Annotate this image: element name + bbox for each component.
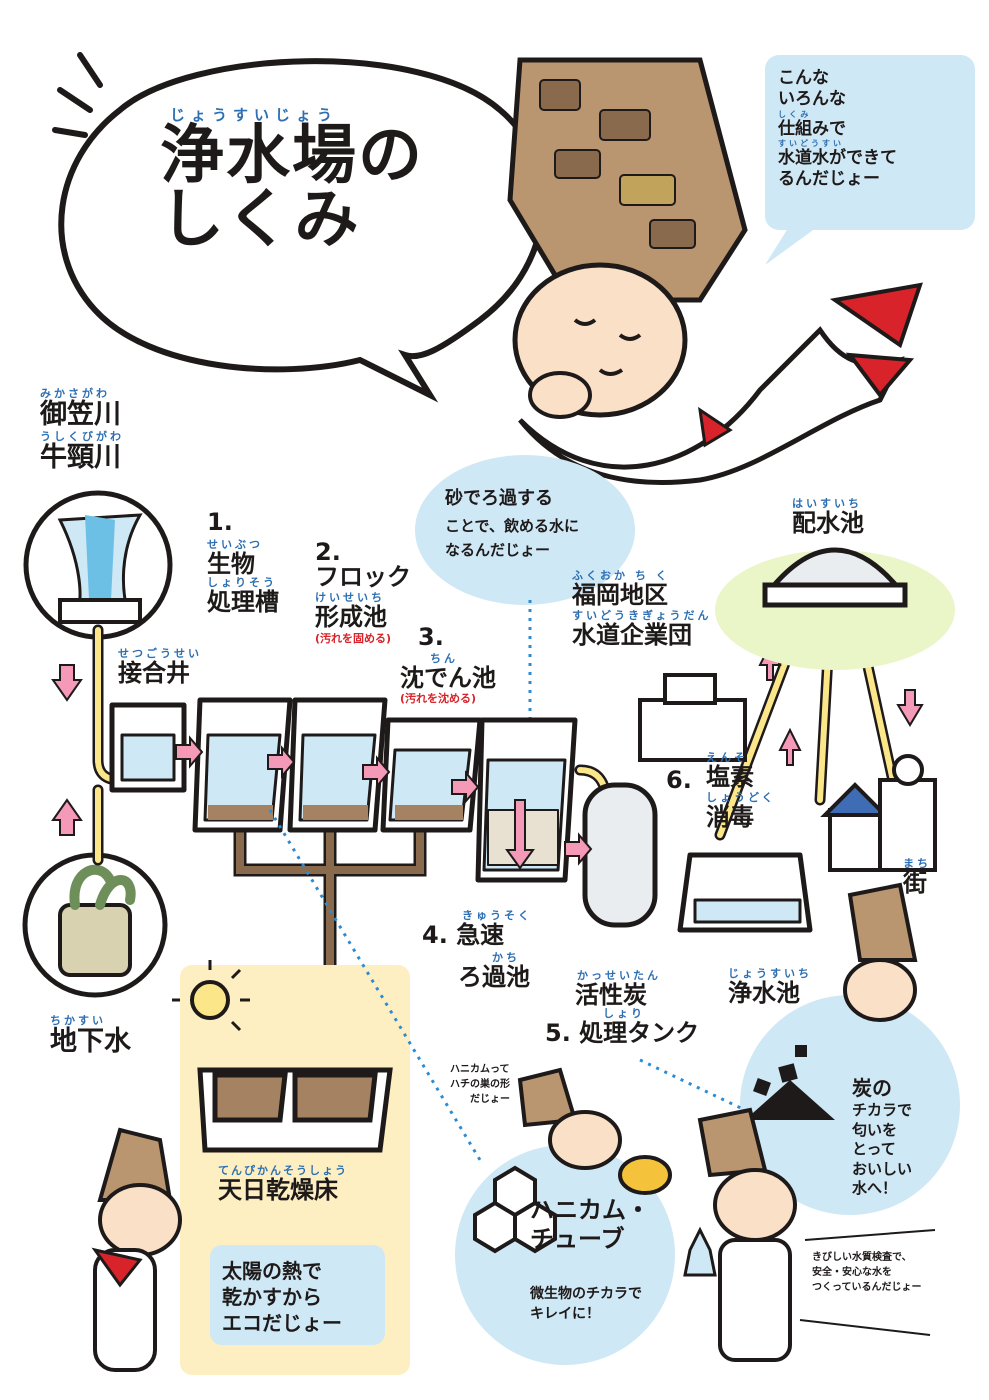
stage4-label: きゅうそく 4. 急速 かち ろ過池 — [422, 909, 532, 992]
stage6-name: えんそ 塩素 しょうどく 消毒 — [706, 751, 776, 832]
river-label: みかさがわ 御笠川 うしくびがわ 牛頸川 — [40, 387, 124, 474]
mascot-lying-character — [507, 57, 923, 485]
distribution-reservoir — [715, 547, 955, 670]
speech-bubble-right — [765, 55, 975, 230]
water-corp-label: ふくおか ち く 福岡地区 すいどうきぎょうだん 水道企業団 — [572, 569, 712, 650]
mascot-standing-character — [91, 1127, 182, 1372]
mascot-resting-character — [843, 882, 918, 1022]
sun-icon — [172, 960, 250, 1032]
stage2-label: 2. フロック けいせいち 形成池 (汚れを固める) — [315, 538, 411, 645]
honeycomb-caption: 微生物のチカラで キレイに！ — [530, 1286, 642, 1322]
filter-bubble-text: 砂でろ過する ことで、飲める水に なるんだじょー — [445, 488, 579, 559]
honeycomb-note: ハニカムって ハチの巣の形 だじょー — [450, 1064, 510, 1105]
stage3-label: 3. ちん 沈でん池 (汚れを沈める) — [400, 623, 496, 706]
reservoir-label: はいすいち 配水池 — [792, 497, 864, 537]
sun-speech-bubble — [210, 1245, 385, 1345]
page-title: じょうすいじょう 浄水場の しくみ — [160, 106, 424, 257]
junction-well-label: せつごうせい 接合井 — [118, 647, 202, 687]
title-speech-bubble — [58, 58, 546, 403]
groundwater-label: ちかすい 地下水 — [50, 1014, 131, 1057]
drying-bed — [197, 1067, 393, 1153]
bee-mascot-character — [517, 1067, 672, 1195]
treatment-tanks — [109, 697, 813, 933]
drying-bed-label: てんぴかんそうしょう 天日乾燥床 — [218, 1164, 348, 1204]
buildings — [638, 673, 937, 872]
town-label: まち 街 — [903, 857, 931, 897]
stage5-label: かっせいたん 活性炭 しょり 5. 処理タンク — [545, 969, 700, 1048]
flow-arrows — [51, 642, 924, 870]
filter-info-bubble — [415, 455, 635, 605]
title-ruby: じょうすいじょう — [170, 106, 339, 124]
carbon-bubble-text: 炭の チカラで 匂いを とって おいしい 水へ！ — [852, 1076, 913, 1197]
clear-well-label: じょうすいち 浄水池 — [728, 967, 812, 1007]
stage6-label: 6. — [666, 766, 692, 794]
inspection-note: きびしい水質検査で、 安全・安心な水を つくっているんだじょー — [812, 1252, 922, 1293]
title-line2: しくみ — [160, 182, 361, 257]
sun-bubble-text: 太陽の熱で 乾かすから エコだじょー — [222, 1259, 342, 1335]
mascot-scientist-character — [683, 1107, 797, 1362]
emphasis-lines-icon — [52, 52, 103, 138]
stage1-label: 1. せいぶつ 生物 しょりそう 処理槽 — [207, 508, 279, 617]
honeycomb-icon — [473, 1165, 557, 1254]
carbon-icon — [745, 1045, 835, 1120]
brown-sediment — [208, 805, 463, 820]
honeycomb-title: ハニカム・ チューブ — [530, 1196, 650, 1253]
title-line1: 浄水場の — [160, 118, 424, 193]
speech-right-text: こんな いろんな しくみ 仕組みで すいどうすい 水道水ができて るんだじょー — [778, 68, 897, 189]
